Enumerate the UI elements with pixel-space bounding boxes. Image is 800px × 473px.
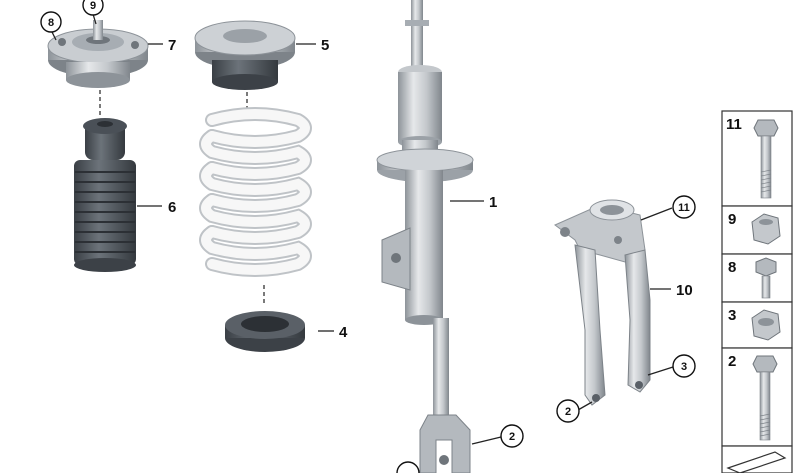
callout-8: 8 (48, 17, 54, 29)
spring-pad-part-4 (225, 311, 305, 352)
callout-1: 1 (489, 194, 497, 211)
leader-lines (51, 13, 674, 445)
footer-arrow-icon (726, 451, 787, 473)
bolt-icon-11 (753, 119, 779, 199)
table-label-3: 3 (728, 307, 736, 324)
callout-5: 5 (321, 37, 329, 54)
callout-6: 6 (168, 199, 176, 216)
table-label-8: 8 (728, 259, 736, 276)
callout-11: 11 (678, 202, 690, 214)
callout-9: 9 (90, 0, 96, 12)
hardware-table: 11 9 8 3 2 (721, 110, 793, 473)
table-label-11: 11 (726, 116, 742, 133)
callout-2-circle-left: 2 (556, 399, 580, 423)
callout-7: 7 (168, 37, 176, 54)
spring-seat-part-5 (194, 20, 296, 90)
callout-11-circle: 11 (672, 195, 696, 219)
shock-absorber-part-1 (376, 0, 474, 473)
nut-icon-3 (751, 309, 781, 341)
bellows-part-6 (74, 118, 136, 272)
callout-2a: 2 (565, 406, 571, 418)
callout-8-circle: 8 (40, 11, 62, 33)
callout-3-circle: 3 (672, 354, 696, 378)
callout-3: 3 (681, 361, 687, 373)
screw-icon-8 (755, 257, 777, 299)
callout-10: 10 (676, 282, 693, 299)
callout-partial-circle (396, 461, 420, 473)
coil-spring (199, 107, 312, 277)
top-mount-part-7 (47, 20, 149, 88)
table-label-2: 2 (728, 353, 736, 370)
fork-part-10 (554, 199, 651, 406)
callout-2-circle-bottom: 2 (500, 424, 524, 448)
table-label-9: 9 (728, 211, 736, 228)
callout-4: 4 (339, 324, 348, 341)
callout-9-circle: 9 (82, 0, 104, 16)
bolt-icon-2 (752, 355, 778, 441)
callout-2b: 2 (509, 431, 515, 443)
nut-icon-9 (751, 213, 781, 245)
